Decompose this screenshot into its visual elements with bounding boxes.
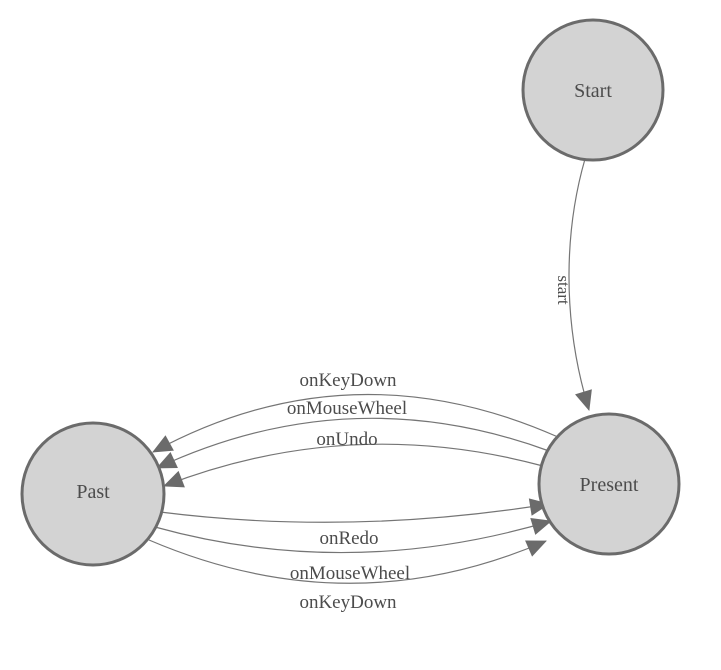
node-past[interactable]: Past <box>20 421 166 567</box>
edge-present-to-past-onkeydown[interactable] <box>152 393 559 453</box>
edge-group <box>148 158 592 584</box>
edge-past-to-present-onmousewheel[interactable] <box>154 517 552 554</box>
node-start-circle[interactable] <box>521 18 665 162</box>
edge-label-onkeydown-top: onKeyDown <box>299 370 397 391</box>
node-present-label: Present <box>580 474 639 496</box>
node-group: Start Present Past <box>20 18 681 567</box>
edge-label-onkeydown-bottom: onKeyDown <box>299 592 397 613</box>
node-start-label: Start <box>574 80 612 102</box>
edge-label-group: start onKeyDown onMouseWheel onUndo onRe… <box>287 275 573 613</box>
edge-label-onredo: onRedo <box>319 528 378 549</box>
node-present[interactable]: Present <box>537 412 681 556</box>
edge-label-start: start <box>554 275 573 305</box>
edge-present-to-past-onundo[interactable] <box>163 443 544 488</box>
edge-start-to-present[interactable] <box>568 158 592 411</box>
edge-label-onundo: onUndo <box>316 429 377 450</box>
node-past-circle[interactable] <box>20 421 166 567</box>
edge-label-onmousewheel-bottom: onMouseWheel <box>290 563 410 584</box>
edge-past-to-present-onredo[interactable] <box>159 498 550 523</box>
edge-present-to-past-onmousewheel[interactable] <box>156 417 550 469</box>
edge-past-to-present-onkeydown[interactable] <box>148 539 547 584</box>
edge-label-onmousewheel-top: onMouseWheel <box>287 398 407 419</box>
node-start[interactable]: Start <box>521 18 665 162</box>
node-past-label: Past <box>76 481 110 503</box>
node-present-circle[interactable] <box>537 412 681 556</box>
